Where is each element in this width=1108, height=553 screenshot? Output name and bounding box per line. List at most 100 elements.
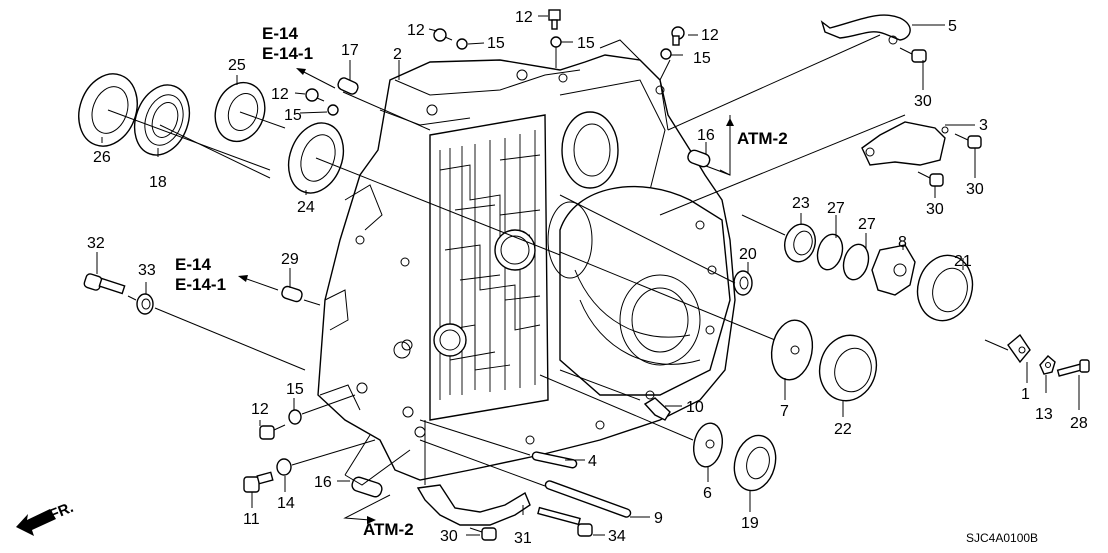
callout-3[interactable]: 3	[979, 117, 988, 134]
callout-22[interactable]: 22	[834, 421, 852, 438]
transmission-housing[interactable]	[317, 54, 736, 481]
callout-19[interactable]: 19	[741, 515, 759, 532]
ref-arrow-e14-top	[296, 68, 336, 89]
callout-12-d[interactable]: 12	[701, 27, 719, 44]
washer-15-a[interactable]	[327, 104, 339, 116]
callout-2[interactable]: 2	[393, 46, 402, 63]
callout-5[interactable]: 5	[948, 18, 957, 35]
snap-ring-27-b[interactable]	[840, 242, 872, 283]
bolt-30-b[interactable]	[954, 133, 982, 149]
callout-12-b[interactable]: 12	[407, 22, 425, 39]
dowel-pin-17[interactable]	[336, 76, 359, 95]
callout-8[interactable]: 8	[898, 234, 907, 251]
bolt-11[interactable]	[243, 471, 274, 493]
ref-label-e14-top-1[interactable]: E-14	[262, 24, 298, 43]
callout-33[interactable]: 33	[138, 262, 156, 279]
callout-16-a[interactable]: 16	[697, 127, 715, 144]
bracket-3[interactable]	[861, 121, 949, 166]
callout-16-b[interactable]: 16	[314, 474, 332, 491]
callout-12-e[interactable]: 12	[251, 401, 269, 418]
bearing-18[interactable]	[125, 77, 198, 162]
dowel-pin-29[interactable]	[281, 285, 304, 303]
callout-14[interactable]: 14	[277, 495, 295, 512]
washer-15-e[interactable]	[288, 409, 302, 425]
bolt-12-b[interactable]	[433, 28, 453, 42]
callout-21[interactable]: 21	[954, 253, 972, 270]
callout-18[interactable]: 18	[149, 174, 167, 191]
callout-31[interactable]: 31	[514, 530, 532, 547]
ref-label-e14-left-1[interactable]: E-14	[175, 255, 211, 274]
callout-20[interactable]: 20	[739, 246, 757, 263]
callout-15-d[interactable]: 15	[693, 50, 711, 67]
dowel-pin-4[interactable]	[531, 451, 578, 469]
callout-29[interactable]: 29	[281, 251, 299, 268]
callout-30-d[interactable]: 30	[440, 528, 458, 545]
callout-15-a[interactable]: 15	[284, 107, 302, 124]
callout-32[interactable]: 32	[87, 235, 105, 252]
callout-30-c[interactable]: 30	[926, 201, 944, 218]
callout-34[interactable]: 34	[608, 528, 626, 545]
callout-10[interactable]: 10	[686, 399, 704, 416]
dowel-pin-16-bottom[interactable]	[351, 476, 384, 499]
bolt-30-c[interactable]	[917, 171, 944, 187]
washer-14[interactable]	[276, 458, 292, 476]
callout-4[interactable]: 4	[588, 453, 597, 470]
bearing-23[interactable]	[781, 221, 820, 265]
washer-15-d[interactable]	[660, 48, 672, 60]
callout-15-b[interactable]: 15	[487, 35, 505, 52]
bearing-19[interactable]	[728, 431, 781, 495]
washer-33[interactable]	[136, 293, 154, 315]
snap-ring-27-a[interactable]	[814, 232, 846, 273]
cover-31[interactable]	[416, 484, 531, 526]
plate-6[interactable]	[690, 421, 725, 469]
bolt-30-a[interactable]	[899, 47, 927, 63]
lock-washer-13[interactable]	[1039, 355, 1056, 375]
pipe-5[interactable]	[820, 14, 911, 45]
callout-27-b[interactable]: 27	[858, 216, 876, 233]
callout-9[interactable]: 9	[654, 510, 663, 527]
ref-label-e14-top-2[interactable]: E-14-1	[262, 44, 313, 63]
callout-17[interactable]: 17	[341, 42, 359, 59]
plate-7[interactable]	[767, 317, 817, 383]
callout-26[interactable]: 26	[93, 149, 111, 166]
callout-6[interactable]: 6	[703, 485, 712, 502]
sensor-32[interactable]	[83, 273, 126, 295]
washer-15-b[interactable]	[456, 38, 468, 50]
pipe-9[interactable]	[544, 480, 632, 518]
washer-15-c[interactable]	[550, 36, 562, 48]
callout-27-a[interactable]: 27	[827, 200, 845, 217]
bearing-20[interactable]	[733, 270, 753, 296]
bolt-30-d[interactable]	[469, 527, 497, 541]
ref-label-e14-left-2[interactable]: E-14-1	[175, 275, 226, 294]
bearing-22[interactable]	[812, 329, 883, 407]
callout-1[interactable]: 1	[1021, 386, 1030, 403]
callout-30-a[interactable]: 30	[914, 93, 932, 110]
bolt-12-e[interactable]	[259, 424, 286, 440]
callout-28[interactable]: 28	[1070, 415, 1088, 432]
callout-15-e[interactable]: 15	[286, 381, 304, 398]
bolt-12-c[interactable]	[548, 9, 561, 30]
ref-label-atm2-bottom[interactable]: ATM-2	[363, 520, 414, 539]
ref-label-atm2-right[interactable]: ATM-2	[737, 129, 788, 148]
callout-30-b[interactable]: 30	[966, 181, 984, 198]
callout-11[interactable]: 11	[243, 511, 260, 528]
callout-15-c[interactable]: 15	[577, 35, 595, 52]
callout-25[interactable]: 25	[228, 57, 246, 74]
sleeve-8[interactable]	[871, 244, 916, 296]
drain-plug-10[interactable]	[643, 397, 671, 421]
callout-12-a[interactable]: 12	[271, 86, 289, 103]
callout-23[interactable]: 23	[792, 195, 810, 212]
alignment-lines-left	[107, 91, 561, 256]
stopper-1[interactable]	[1007, 333, 1031, 364]
callout-12-c[interactable]: 12	[515, 9, 533, 26]
dowel-pin-16-top[interactable]	[686, 149, 711, 169]
bolt-34[interactable]	[537, 506, 593, 537]
callout-24[interactable]: 24	[297, 199, 315, 216]
front-marker-label: FR.	[47, 499, 76, 524]
bolt-12-d[interactable]	[671, 26, 685, 46]
bearing-21[interactable]	[910, 249, 979, 327]
callout-7[interactable]: 7	[780, 403, 789, 420]
bolt-28[interactable]	[1056, 359, 1090, 377]
bolt-12-a[interactable]	[305, 88, 325, 102]
callout-13[interactable]: 13	[1035, 406, 1053, 423]
